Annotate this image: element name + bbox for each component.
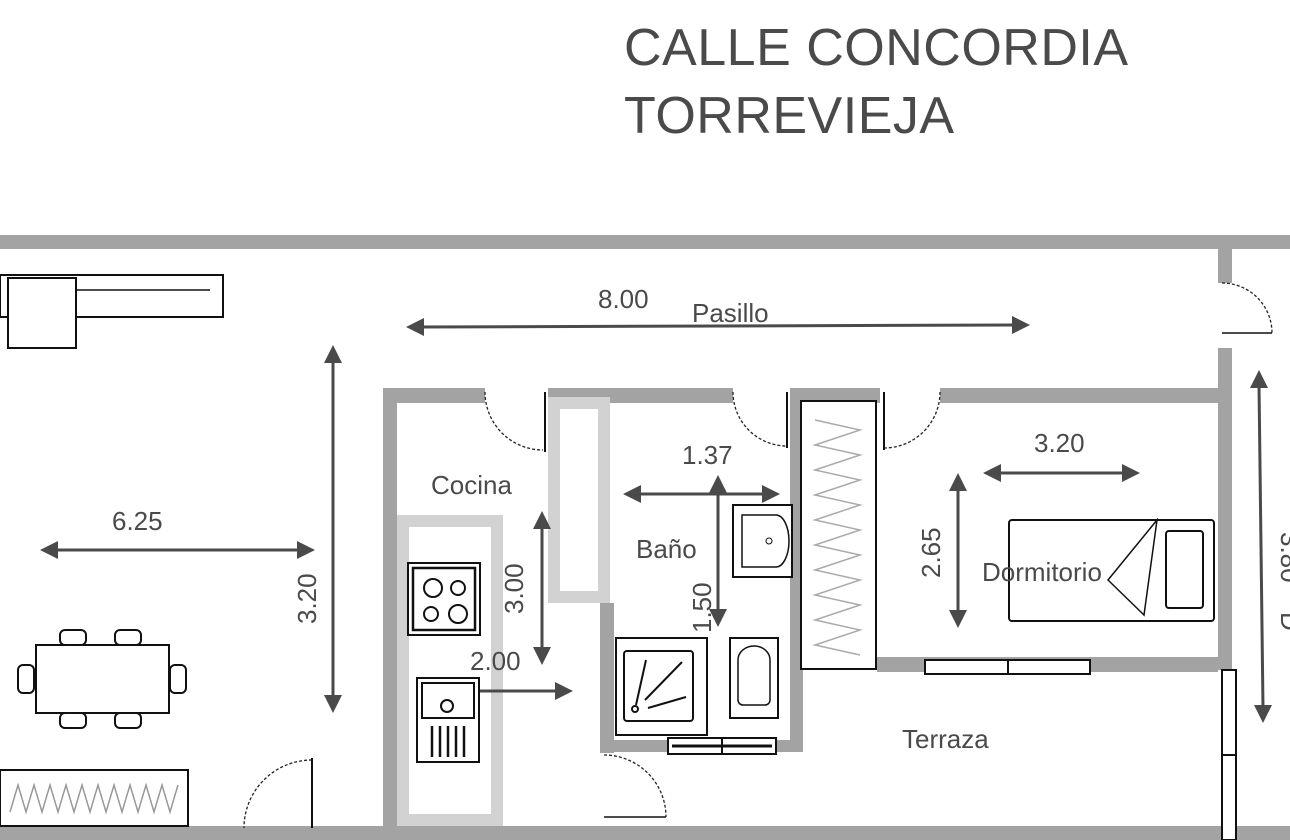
title-line-2: TORREVIEJA xyxy=(624,87,955,145)
title-line-1: CALLE CONCORDIA xyxy=(624,19,1129,77)
dim-cocina-depth: 3.00 xyxy=(499,563,529,614)
doors xyxy=(243,282,1273,829)
room-label-terraza: Terraza xyxy=(902,724,989,754)
dimension-arrows xyxy=(40,316,1272,723)
room-label-cocina: Cocina xyxy=(431,470,512,500)
cooktop xyxy=(407,562,481,636)
dim-dormitorio-depth: 2.65 xyxy=(916,527,946,578)
dim-salon-depth: 3.20 xyxy=(292,573,322,624)
wardrobe-bedroom xyxy=(800,400,877,670)
dim-bano-width: 1.37 xyxy=(682,440,733,470)
room-label-dormitorio: Dormitorio xyxy=(982,557,1102,587)
toilet xyxy=(729,637,779,719)
dining-table xyxy=(35,644,170,714)
dim-salon-width: 6.25 xyxy=(112,506,163,536)
bed xyxy=(1008,519,1215,622)
shower xyxy=(615,637,708,736)
dim-pasillo-length: 8.00 xyxy=(598,284,649,314)
windows xyxy=(667,659,1237,840)
room-label-bano: Baño xyxy=(636,534,697,564)
furniture xyxy=(0,274,1215,827)
dim-cocina-width: 2.00 xyxy=(470,646,521,676)
room-label-partial: D xyxy=(1275,612,1290,631)
dim-right-depth: 3.80 xyxy=(1275,532,1290,583)
room-label-pasillo: Pasillo xyxy=(692,298,769,328)
dim-dormitorio-width: 3.20 xyxy=(1034,428,1085,458)
dim-bano-depth: 1.50 xyxy=(687,582,717,633)
